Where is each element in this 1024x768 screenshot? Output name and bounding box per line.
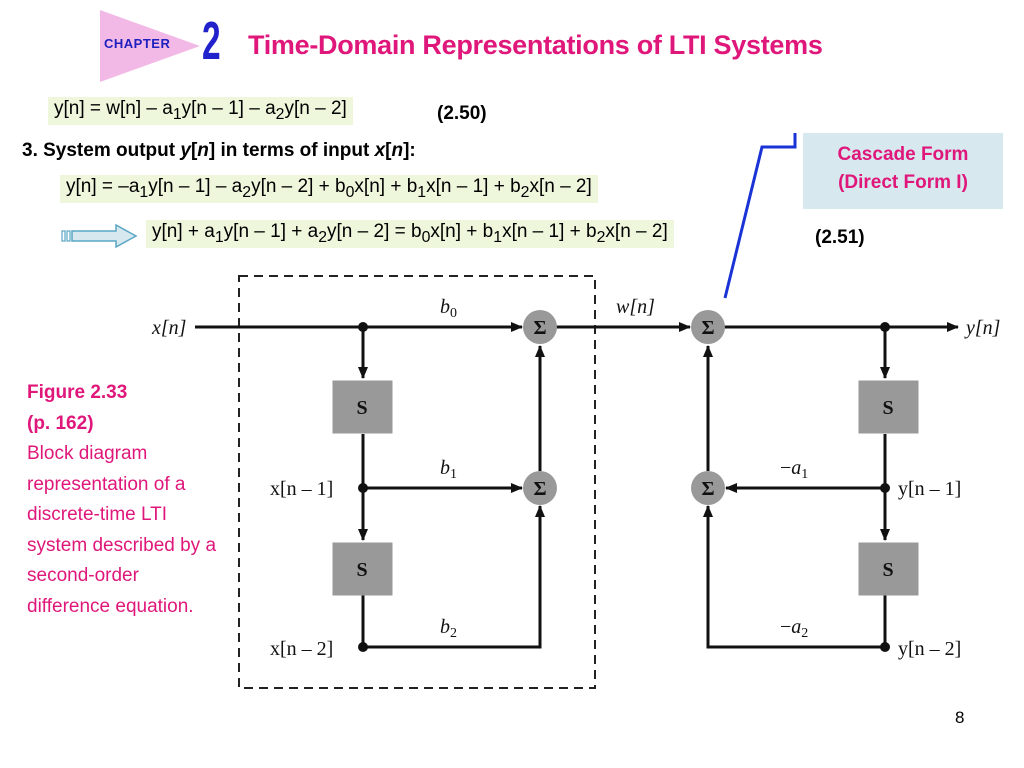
label-x-n-1: x[n – 1] — [270, 478, 333, 500]
sum-node — [691, 310, 725, 344]
gain-b1: b1 — [440, 457, 457, 482]
page-number: 8 — [955, 708, 965, 727]
shift-label: S — [882, 397, 893, 419]
equation-2-50: y[n] = w[n] – a1y[n – 1] – a2y[n – 2] — [48, 97, 353, 125]
eq-251-number: (2.51) — [815, 227, 865, 248]
label-y-n-2: y[n – 2] — [898, 638, 961, 660]
implies-arrow-icon — [61, 223, 138, 249]
slide-title: Time-Domain Representations of LTI Syste… — [248, 30, 823, 60]
sum-node — [523, 471, 557, 505]
step-3-label: 3. System output y[n] in terms of input … — [22, 140, 416, 161]
junction-dot — [358, 483, 368, 493]
feedforward-boundary — [238, 275, 596, 689]
label-output: y[n] — [964, 317, 1000, 339]
junction-dot — [880, 322, 890, 332]
sum-node — [691, 471, 725, 505]
label-x-n-2: x[n – 2] — [270, 638, 333, 660]
callout-connector — [723, 133, 797, 299]
sum-symbol: Σ — [701, 317, 714, 339]
caption-page: (p. 162) — [27, 412, 94, 434]
equation-2-51: y[n] + a1y[n – 1] + a2y[n – 2] = b0x[n] … — [146, 220, 674, 248]
label-input: x[n] — [151, 317, 186, 339]
shift-label: S — [356, 559, 367, 581]
gain-a2: −a2 — [780, 616, 808, 641]
label-y-n-1: y[n – 1] — [898, 478, 961, 500]
shift-block — [332, 542, 393, 596]
gain-a1: −a1 — [780, 457, 808, 482]
chapter-number: 2 — [202, 11, 221, 71]
eq-251-text: y[n] + a1y[n – 1] + a2y[n – 2] = b0x[n] … — [152, 221, 668, 246]
callout-line-1: Cascade Form — [837, 144, 969, 165]
b2-line — [363, 505, 545, 649]
eq-250-text: y[n] = w[n] – a1y[n – 1] – a2y[n – 2] — [54, 98, 347, 123]
shift-label: S — [356, 397, 367, 419]
gain-b2: b2 — [440, 616, 457, 641]
cascade-form-callout: Cascade Form (Direct Form I) — [803, 133, 1003, 209]
caption-figure: Figure 2.33 — [27, 382, 128, 403]
caption-text: Block diagram representation of a discre… — [27, 443, 217, 617]
callout-line-2: (Direct Form I) — [838, 172, 968, 193]
sum-node — [523, 310, 557, 344]
equation-output: y[n] = –a1y[n – 1] – a2y[n – 2] + b0x[n]… — [60, 175, 598, 203]
shift-block — [332, 380, 393, 434]
eq-output-text: y[n] = –a1y[n – 1] – a2y[n – 2] + b0x[n]… — [66, 176, 592, 201]
chapter-label: CHAPTER — [104, 36, 171, 51]
junction-dot — [880, 483, 890, 493]
shift-label: S — [882, 559, 893, 581]
shift-block — [858, 542, 919, 596]
junction-dot — [880, 642, 890, 652]
chapter-tag-shape — [100, 10, 200, 82]
junction-dot — [358, 322, 368, 332]
sum-symbol: Σ — [533, 317, 546, 339]
figure-caption: Figure 2.33 (p. 162) Block diagram repre… — [27, 378, 227, 622]
junction-dot — [358, 642, 368, 652]
sum-symbol: Σ — [533, 478, 546, 500]
label-w: w[n] — [616, 296, 655, 318]
a2-line — [703, 505, 885, 649]
gain-b0: b0 — [440, 296, 457, 321]
sum-symbol: Σ — [701, 478, 714, 500]
eq-250-number: (2.50) — [437, 103, 487, 124]
shift-block — [858, 380, 919, 434]
